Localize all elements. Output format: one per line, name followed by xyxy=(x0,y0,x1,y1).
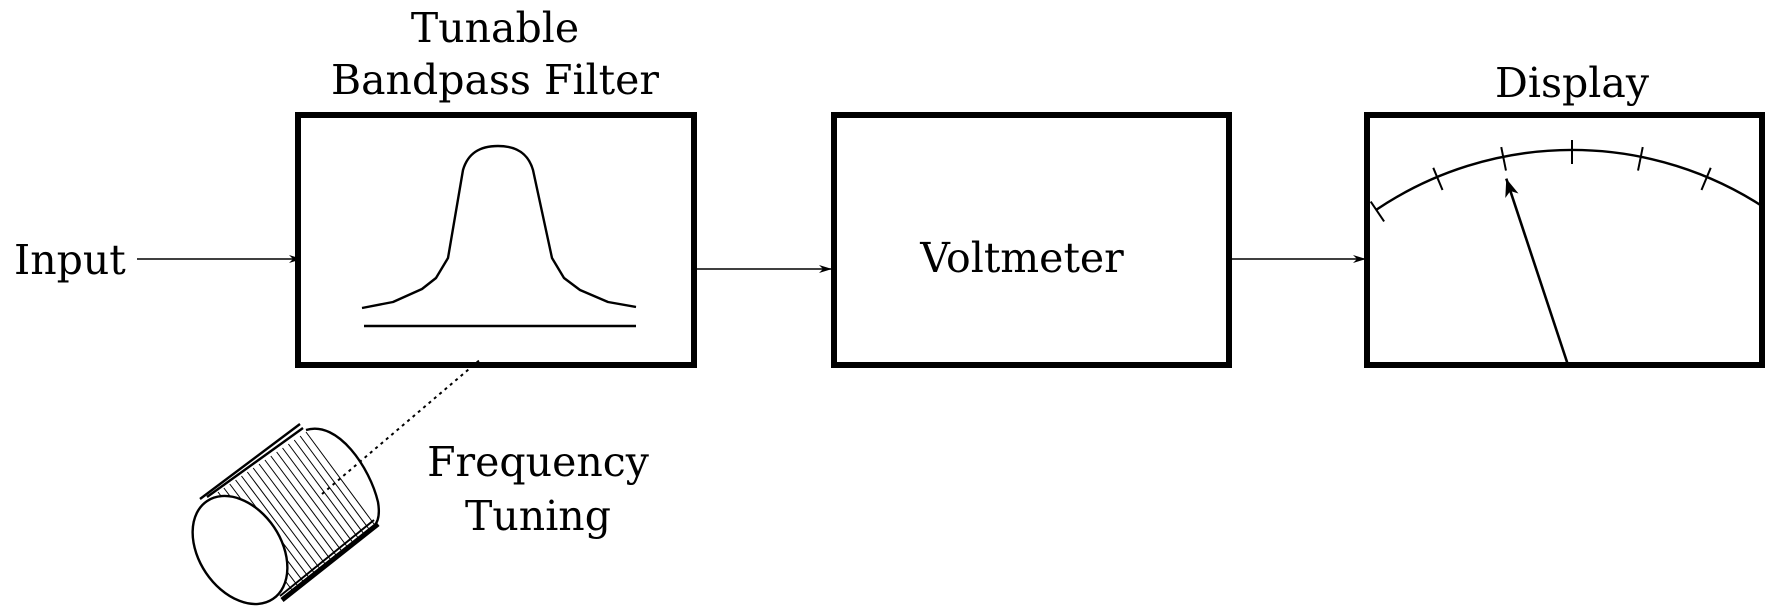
display-block xyxy=(1364,112,1765,368)
tuning-label-line1: Frequency xyxy=(427,438,650,486)
knob-knurl-line xyxy=(299,435,369,529)
filter-title-line1: Tunable xyxy=(411,4,579,52)
knob-knurl-line xyxy=(305,431,375,525)
meter-tick xyxy=(1432,167,1444,191)
filter-block xyxy=(295,112,697,368)
knob-knurl-line xyxy=(270,455,342,551)
tuning-label-line2: Tuning xyxy=(465,492,611,540)
meter-ticks xyxy=(1369,140,1765,223)
knob-knurl-line xyxy=(282,447,353,542)
meter-tick xyxy=(1637,146,1644,171)
knob-knurl-line xyxy=(293,439,364,534)
meter-tick xyxy=(1369,200,1385,223)
display-title: Display xyxy=(1495,59,1650,107)
filter-title-line2: Bandpass Filter xyxy=(331,56,659,104)
bandpass-curve-icon xyxy=(361,144,637,310)
voltmeter-label: Voltmeter xyxy=(919,234,1124,282)
meter-tick xyxy=(1759,212,1765,223)
input-label: Input xyxy=(14,236,126,284)
knob-knurl-line xyxy=(246,471,320,569)
meter-tick xyxy=(1500,146,1507,171)
knob-knurl-line xyxy=(264,459,337,556)
meter-needle-icon xyxy=(1505,178,1570,366)
voltmeter-block xyxy=(831,112,1232,368)
knob-knurl-line xyxy=(241,475,315,573)
tuning-knob-icon xyxy=(191,423,380,606)
knob-knurl-line xyxy=(252,467,326,564)
knob-knurl-line xyxy=(258,463,331,560)
knob-knurl-line xyxy=(287,443,359,538)
meter-tick xyxy=(1700,167,1712,191)
meter-face xyxy=(1369,140,1765,366)
knob-knurl-line xyxy=(276,451,348,547)
